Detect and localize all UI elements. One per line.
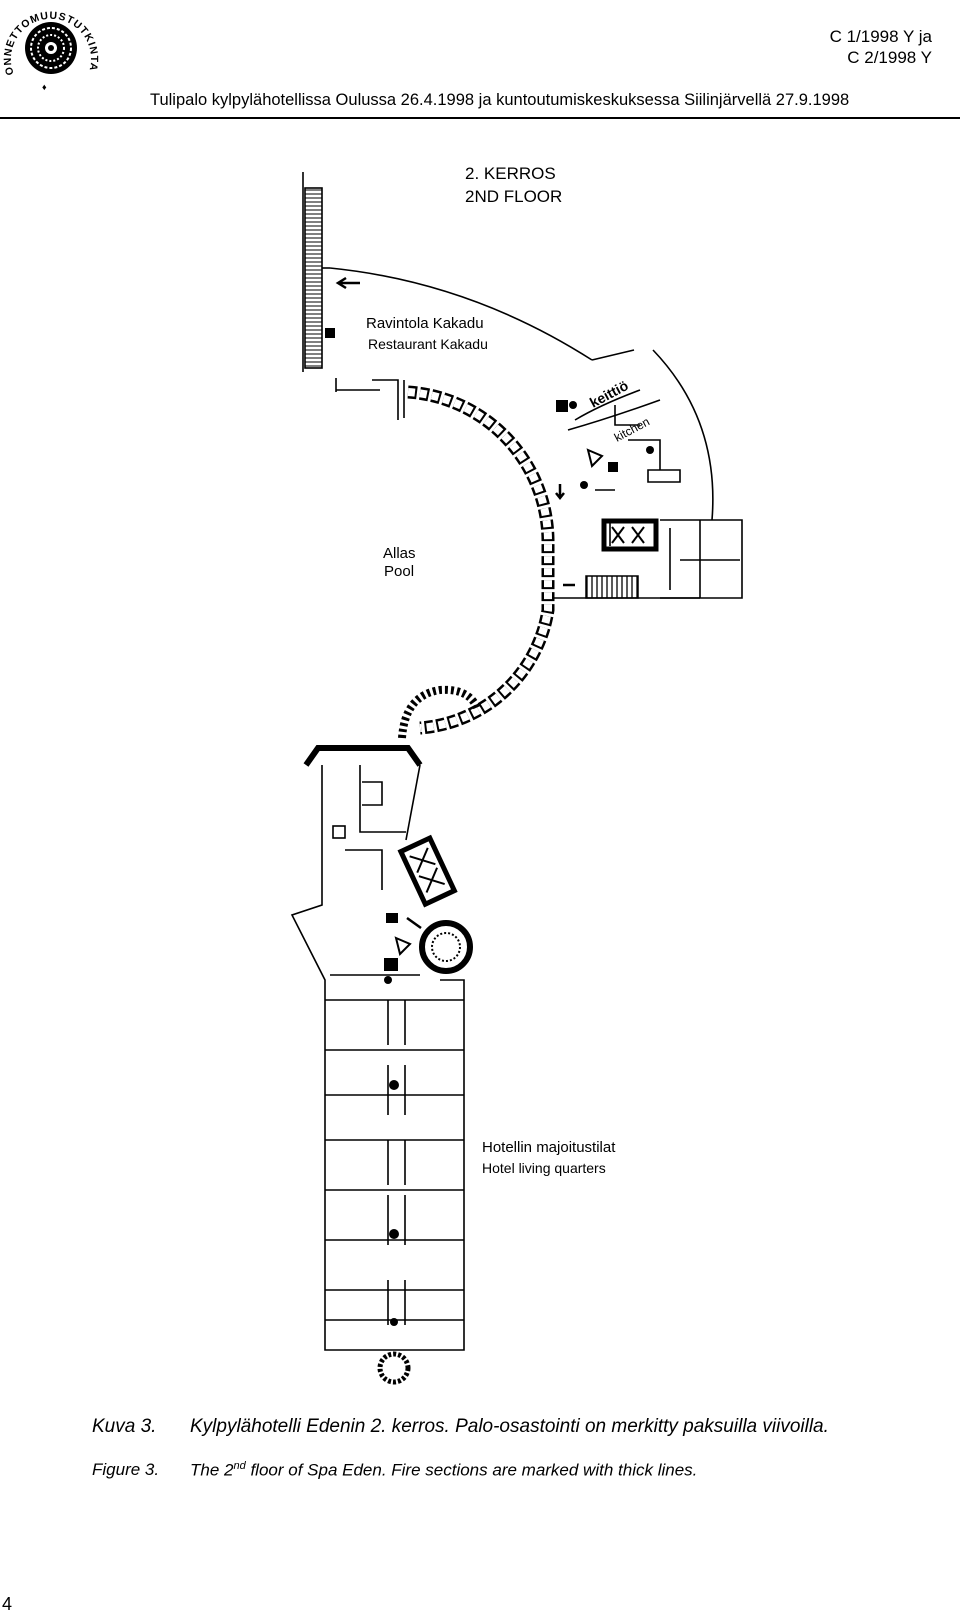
floor-plan: 2. KERROS 2ND FLOOR Ravintola Kakadu Res… [290,164,743,1385]
caption-text-en-pre: The 2 [190,1460,234,1480]
pool-label-en: Pool [384,563,414,580]
caption-label-en: Figure 3. [92,1460,160,1479]
caption-text-en: The 2nd floor of Spa Eden. Fire sections… [190,1460,697,1481]
restaurant-label-fi: Ravintola Kakadu [366,315,484,332]
caption-text-en-sup: nd [233,1460,246,1472]
floor-label-fi: 2. KERROS [465,164,556,183]
accident-investigation-logo: ONNETTOMUUSTUTKINTAKESKUS ♦ [0,2,99,92]
report-title: Tulipalo kylpylähotellissa Oulussa 26.4.… [150,91,850,109]
page-number: 4 [2,1594,13,1614]
caption-label-fi: Kuva 3. [92,1416,157,1437]
report-reference-line1: C 1/1998 Y ja [829,27,932,46]
hotel-label-fi: Hotellin majoitustilat [482,1139,616,1156]
header-divider [0,117,960,119]
floor-label-en: 2ND FLOOR [465,187,562,206]
report-reference: C 1/1998 Y ja C 2/1998 Y [830,26,932,68]
restaurant-label-en: Restaurant Kakadu [368,336,488,352]
caption-text-fi: Kylpylähotelli Edenin 2. kerros. Palo-os… [190,1416,829,1437]
report-reference-line2: C 2/1998 Y [847,48,932,67]
svg-text:♦: ♦ [42,82,47,92]
pool-label-fi: Allas [383,545,416,562]
kitchen-label-fi: keittiö [587,377,631,410]
caption-text-en-post: floor of Spa Eden. Fire sections are mar… [245,1460,698,1480]
hotel-label-en: Hotel living quarters [482,1160,606,1176]
